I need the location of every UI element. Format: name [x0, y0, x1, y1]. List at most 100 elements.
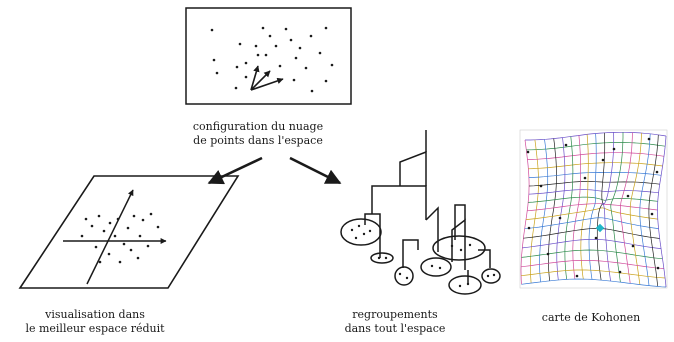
cloud-caption-line2: de points dans l'espace	[193, 134, 323, 147]
cluster-point-7	[384, 256, 388, 260]
cluster-2	[370, 252, 394, 264]
kohonen-point-15	[618, 270, 622, 274]
point-cloud-dots	[210, 26, 334, 93]
projected-point-12	[113, 234, 117, 238]
cluster-point-15	[458, 284, 462, 288]
cluster-5	[420, 257, 452, 277]
projected-point-3	[97, 214, 101, 218]
cluster-point-3	[362, 232, 366, 236]
dendro-top	[399, 150, 427, 186]
projected-point-4	[102, 229, 106, 233]
cloud-dot-9	[264, 53, 268, 57]
kohonen-caption: carte de Kohonen	[541, 311, 641, 324]
dendro-branch-d	[454, 204, 466, 240]
cloud-dot-21	[235, 65, 239, 69]
cloud-dot-16	[318, 51, 322, 55]
cluster-point-12	[468, 243, 472, 247]
point-cloud-panel	[185, 7, 352, 105]
cluster-4	[432, 235, 486, 261]
kohonen-grid-line-v12	[619, 132, 633, 284]
axis-2	[86, 189, 134, 285]
cluster-3	[394, 266, 414, 286]
cloud-dot-10	[274, 44, 278, 48]
kohonen-point-9	[650, 212, 654, 216]
principal-vectors	[250, 65, 284, 91]
kohonen-point-13	[546, 252, 550, 256]
projected-point-14	[94, 245, 98, 249]
cloud-dot-27	[244, 75, 248, 79]
kohonen-point-7	[583, 176, 587, 180]
kohonen-point-6	[539, 184, 543, 188]
cluster-point-1	[350, 228, 354, 232]
cloud-dot-24	[330, 63, 334, 67]
projected-point-1	[84, 217, 88, 221]
dendro-mid	[425, 206, 439, 252]
projected-point-19	[146, 244, 150, 248]
cluster-point-6	[377, 256, 381, 260]
kohonen-point-3	[612, 147, 616, 151]
cluster-point-5	[354, 236, 358, 240]
point-cloud-frame	[185, 7, 352, 105]
projected-point-15	[107, 252, 111, 256]
cluster-point-2	[357, 224, 361, 228]
arrow-to-visualisation	[207, 156, 263, 185]
cloud-dot-20	[234, 86, 238, 90]
projected-point-8	[132, 214, 136, 218]
vector-3	[250, 70, 271, 91]
clusters-caption-line2: dans tout l'espace	[344, 322, 446, 335]
cloud-caption-line1: configuration du nuage	[192, 120, 324, 133]
clustering-panel	[340, 130, 501, 295]
cluster-point-16	[466, 282, 470, 286]
cluster-point-10	[450, 244, 454, 248]
projected-point-2	[90, 224, 94, 228]
kohonen-point-14	[575, 274, 579, 278]
kohonen-point-12	[631, 244, 635, 248]
projected-point-7	[126, 226, 130, 230]
kohonen-grid-line-v14	[639, 133, 651, 286]
cluster-6	[448, 275, 482, 295]
projected-point-20	[98, 260, 102, 264]
viz-caption-line2: le meilleur espace réduit	[25, 322, 165, 335]
kohonen-point-5	[655, 170, 659, 174]
cluster-point-14	[438, 266, 442, 270]
projected-point-5	[108, 221, 112, 225]
arrow-to-clusters	[289, 156, 342, 185]
dendro-branch-b	[402, 239, 419, 268]
cloud-dot-11	[284, 27, 288, 31]
projected-point-13	[80, 234, 84, 238]
cluster-7	[481, 268, 501, 284]
cloud-dot-19	[278, 64, 282, 68]
cloud-dot-15	[309, 34, 313, 38]
cloud-dot-6	[254, 44, 258, 48]
kohonen-grid-line-h13	[521, 249, 663, 260]
cloud-dot-25	[292, 78, 296, 82]
cloud-dot-4	[238, 42, 242, 46]
kohonen-point-4	[647, 137, 651, 141]
cluster-point-13	[430, 264, 434, 268]
projected-point-6	[116, 217, 120, 221]
kohonen-point-16	[656, 266, 660, 270]
dendro-left	[371, 185, 427, 220]
kohonen-grid-line-h15	[521, 269, 666, 279]
projected-point-18	[136, 256, 140, 260]
reduced-space-panel	[18, 175, 240, 289]
vector-2	[250, 77, 284, 91]
kohonen-grid-line-v15	[648, 134, 659, 287]
kohonen-grid-line-h9	[525, 207, 658, 220]
kohonen-grid-line-v13	[629, 133, 642, 285]
kohonen-grid-line-h16	[521, 278, 667, 288]
kohonen-point-2	[564, 143, 568, 147]
kohonen-grid-line-v11	[610, 132, 624, 283]
kohonen-grid-line-v16	[657, 135, 667, 288]
cloud-dot-22	[310, 89, 314, 93]
kohonen-point-17	[527, 226, 531, 230]
kohonen-grid-line-h10	[524, 217, 659, 230]
dendro-branch-e	[478, 249, 491, 268]
kohonen-grid-line-h14	[521, 259, 664, 269]
cloud-dot-12	[289, 38, 293, 42]
dendro-branch-c	[451, 218, 466, 270]
projected-point-11	[156, 225, 160, 229]
kohonen-point-1	[526, 150, 530, 154]
